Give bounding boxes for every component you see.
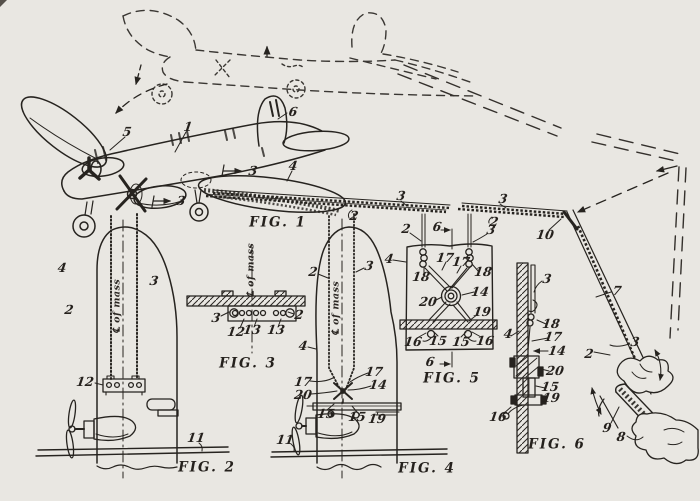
corner-arrow [655, 165, 678, 173]
descent-arc-arrow [115, 83, 168, 114]
upper-hand [616, 355, 674, 394]
rear-wheel [189, 202, 209, 222]
hand-with-handle [590, 349, 699, 465]
fig2-wing-panel-view [35, 213, 230, 479]
airplane [20, 95, 350, 238]
fist [631, 412, 699, 465]
fig3-section-view [186, 246, 306, 354]
fig4-wing-panel-view [270, 213, 448, 479]
fig4-propeller [294, 394, 304, 424]
fig2-propeller [67, 399, 77, 429]
phantom-airplane [122, 9, 479, 105]
front-wheel [72, 214, 96, 238]
fig5-attachment-detail [392, 213, 498, 368]
paper-smudge [0, 0, 7, 7]
motion-arrow-right [654, 349, 664, 382]
small-descent-arrow [134, 64, 142, 86]
flight-path-dashes [397, 64, 687, 339]
path-arrow-to-junction [576, 172, 669, 213]
fig6-section-view [502, 262, 550, 454]
motion-arrow-left [590, 386, 602, 415]
control-lines [205, 189, 579, 231]
ground-line [35, 446, 230, 457]
ground-line [270, 448, 448, 458]
